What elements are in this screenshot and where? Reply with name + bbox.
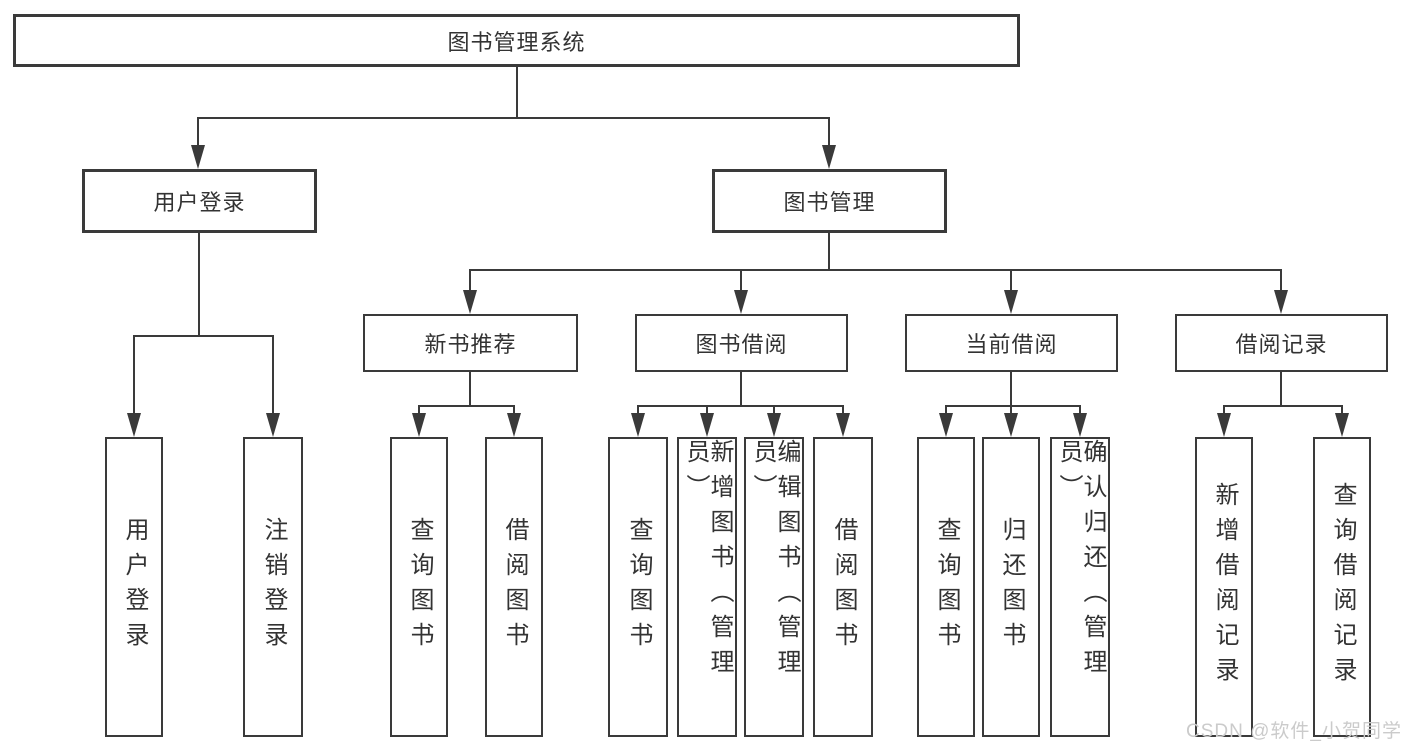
leaf-confirm-return-admin-label: 确认归还（管理员）: [1055, 439, 1106, 684]
connector-line: [637, 405, 639, 415]
connector-line: [1010, 372, 1012, 406]
leaf-borrow-book-recommend-label: 借阅图书: [501, 517, 528, 657]
leaf-user-login: 用户登录: [105, 437, 163, 737]
arrowhead-icon: [836, 413, 850, 437]
connector-line: [740, 269, 742, 290]
arrowhead-icon: [1335, 413, 1349, 437]
leaf-query-book-recommend-label: 查询图书: [406, 517, 433, 657]
leaf-edit-book-admin-label: 编辑图书（管理员）: [749, 439, 800, 684]
arrowhead-icon: [127, 413, 141, 437]
node-user-login: 用户登录: [82, 169, 317, 233]
connector-line: [1223, 405, 1343, 407]
connector-line: [469, 269, 471, 290]
node-current-borrow-label: 当前借阅: [965, 332, 1058, 357]
connector-line: [828, 117, 830, 145]
leaf-query-borrow-record: 查询借阅记录: [1313, 437, 1371, 737]
connector-line: [198, 233, 200, 336]
node-book-management-label: 图书管理: [783, 190, 876, 215]
leaf-query-book-borrow-label: 查询图书: [625, 517, 652, 657]
connector-line: [1280, 269, 1282, 290]
arrowhead-icon: [412, 413, 426, 437]
leaf-add-book-admin: 新增图书（管理员）: [677, 437, 737, 737]
connector-line: [469, 269, 1282, 271]
leaf-edit-book-admin: 编辑图书（管理员）: [744, 437, 804, 737]
connector-line: [197, 117, 830, 119]
leaf-borrow-book-recommend: 借阅图书: [485, 437, 543, 737]
connector-line: [418, 405, 420, 415]
leaf-borrow-book-label: 借阅图书: [830, 517, 857, 657]
arrowhead-icon: [631, 413, 645, 437]
node-new-book-recommend: 新书推荐: [363, 314, 578, 372]
leaf-return-book: 归还图书: [982, 437, 1040, 737]
arrowhead-icon: [767, 413, 781, 437]
node-root-label: 图书管理系统: [447, 29, 586, 55]
connector-line: [133, 335, 274, 337]
arrowhead-icon: [1004, 290, 1018, 314]
arrowhead-icon: [1274, 290, 1288, 314]
node-book-borrow-label: 图书借阅: [695, 332, 788, 357]
leaf-add-borrow-record-label: 新增借阅记录: [1211, 482, 1238, 692]
connector-line: [773, 405, 775, 415]
leaf-query-book-recommend: 查询图书: [390, 437, 448, 737]
watermark: CSDN @软件_小贺同学: [1186, 721, 1402, 742]
leaf-add-book-admin-label: 新增图书（管理员）: [682, 439, 733, 684]
node-root: 图书管理系统: [13, 14, 1020, 67]
leaf-logout-label: 注销登录: [260, 517, 287, 657]
leaf-borrow-book: 借阅图书: [813, 437, 873, 737]
node-current-borrow: 当前借阅: [905, 314, 1118, 372]
node-new-book-recommend-label: 新书推荐: [424, 332, 517, 357]
connector-line: [637, 405, 844, 407]
connector-line: [133, 335, 135, 413]
connector-line: [516, 67, 518, 118]
connector-line: [945, 405, 947, 415]
connector-line: [1010, 405, 1012, 415]
leaf-return-book-label: 归还图书: [998, 517, 1025, 657]
arrowhead-icon: [822, 145, 836, 169]
arrowhead-icon: [939, 413, 953, 437]
connector-line: [828, 233, 830, 270]
connector-line: [513, 405, 515, 415]
node-user-login-label: 用户登录: [153, 190, 246, 215]
leaf-query-book-borrow: 查询图书: [608, 437, 668, 737]
arrowhead-icon: [1217, 413, 1231, 437]
leaf-confirm-return-admin: 确认归还（管理员）: [1050, 437, 1110, 737]
connector-line: [740, 372, 742, 406]
node-book-borrow: 图书借阅: [635, 314, 848, 372]
leaf-user-login-label: 用户登录: [121, 517, 148, 657]
connector-line: [197, 117, 199, 145]
connector-line: [842, 405, 844, 415]
node-borrow-records: 借阅记录: [1175, 314, 1388, 372]
connector-line: [1223, 405, 1225, 415]
connector-line: [1079, 405, 1081, 415]
arrowhead-icon: [734, 290, 748, 314]
arrowhead-icon: [700, 413, 714, 437]
arrowhead-icon: [266, 413, 280, 437]
node-book-management: 图书管理: [712, 169, 947, 233]
arrowhead-icon: [191, 145, 205, 169]
connector-line: [272, 335, 274, 413]
connector-line: [1010, 269, 1012, 290]
connector-line: [418, 405, 515, 407]
leaf-logout: 注销登录: [243, 437, 303, 737]
connector-line: [706, 405, 708, 415]
connector-line: [945, 405, 1081, 407]
arrowhead-icon: [463, 290, 477, 314]
connector-line: [469, 372, 471, 406]
leaf-query-borrow-record-label: 查询借阅记录: [1329, 482, 1356, 692]
arrowhead-icon: [1004, 413, 1018, 437]
arrowhead-icon: [1073, 413, 1087, 437]
leaf-add-borrow-record: 新增借阅记录: [1195, 437, 1253, 737]
arrowhead-icon: [507, 413, 521, 437]
leaf-query-book-current-label: 查询图书: [933, 517, 960, 657]
leaf-query-book-current: 查询图书: [917, 437, 975, 737]
connector-line: [1280, 372, 1282, 406]
node-borrow-records-label: 借阅记录: [1235, 332, 1328, 357]
connector-line: [1341, 405, 1343, 415]
